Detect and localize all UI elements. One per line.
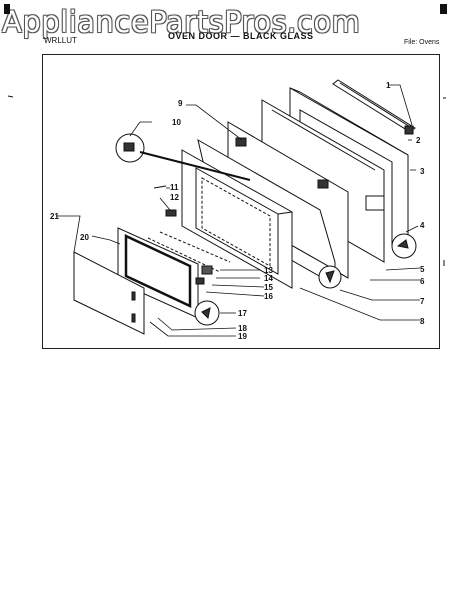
callout-part-18: 18	[238, 324, 247, 333]
diagram-title: OVEN DOOR — BLACK GLASS	[168, 31, 314, 41]
callout-part-20: 20	[80, 233, 89, 242]
callout-part-2: 2	[416, 136, 421, 145]
corner-mark-right	[440, 4, 447, 14]
callout-part-11: 11	[170, 183, 179, 192]
leader-lines	[56, 84, 421, 337]
callout-part-12: 12	[170, 193, 179, 202]
callout-part-8: 8	[420, 317, 425, 326]
inner-door-frame-part	[181, 149, 293, 289]
callout-part-14: 14	[264, 274, 273, 283]
callout-part-1: 1	[386, 81, 391, 90]
edge-marks	[7, 95, 446, 266]
callout-part-15: 15	[264, 283, 273, 292]
callout-part-16: 16	[264, 292, 273, 301]
corner-mark-left	[4, 4, 10, 14]
callout-part-13: 13	[264, 266, 273, 275]
callout-part-21: 21	[50, 212, 59, 221]
header-file: File: Ovens	[404, 39, 440, 46]
header-left: WRLLUT	[44, 36, 77, 45]
callout-part-7: 7	[420, 297, 425, 306]
diagram-frame	[42, 54, 440, 349]
callout-part-10: 10	[172, 118, 181, 127]
callout-part-9: 9	[178, 99, 183, 108]
watermark: AppliancePartsPros.com	[2, 5, 361, 39]
callout-part-5: 5	[420, 265, 425, 274]
callout-part-17: 17	[238, 309, 247, 318]
top-rail-part	[332, 79, 416, 135]
callout-part-19: 19	[238, 332, 247, 341]
small-clips	[153, 185, 213, 285]
callout-part-4: 4	[420, 221, 425, 230]
window-box-part	[117, 227, 231, 319]
callout-part-6: 6	[420, 277, 425, 286]
outer-glass-part	[73, 251, 145, 335]
callout-part-3: 3	[420, 167, 425, 176]
